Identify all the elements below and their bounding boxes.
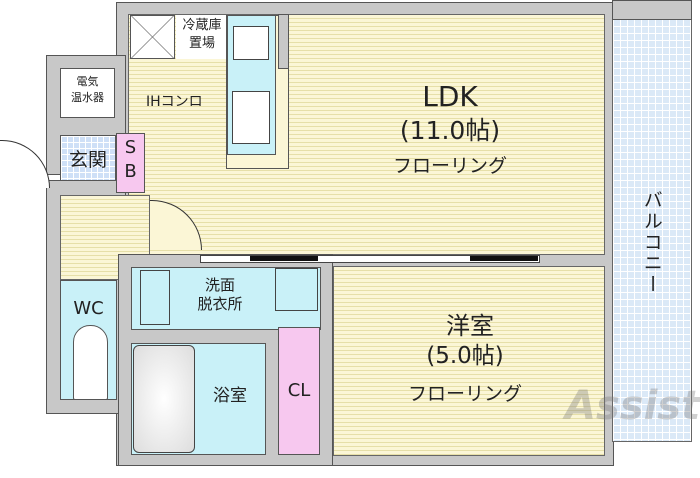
entrance — [60, 135, 116, 181]
western-name: 洋室 — [446, 312, 494, 340]
western-floor-label: フローリング — [407, 383, 522, 405]
washing-machine-space — [275, 268, 318, 311]
partition-window — [200, 255, 540, 263]
western-size: (5.0帖) — [426, 343, 504, 369]
shoe-box[interactable] — [116, 133, 145, 193]
sink[interactable] — [232, 91, 270, 144]
toilet[interactable] — [73, 325, 108, 400]
closet[interactable] — [278, 327, 320, 455]
wc-label: WC — [73, 298, 104, 319]
watermark-logo: Assist — [565, 383, 700, 429]
balcony-label: バルコニー — [640, 190, 663, 295]
sb-label-1: S — [124, 137, 137, 158]
stove-label: IHコンロ — [146, 94, 203, 110]
bath-label: 浴室 — [213, 386, 247, 406]
kitchen-wall — [278, 14, 289, 69]
ldk-floor-label: フローリング — [392, 155, 507, 177]
sb-label-2: B — [124, 161, 137, 182]
water-heater — [60, 68, 115, 118]
ldk-name: LDK — [422, 80, 478, 113]
ih-stove[interactable] — [233, 26, 269, 60]
partition-dark-1 — [250, 256, 318, 261]
washroom-label-1: 洗面 — [204, 276, 235, 294]
washbasin[interactable] — [140, 270, 170, 325]
heater-label-1: 電気 — [76, 75, 99, 88]
bathtub — [133, 345, 195, 453]
western-room-floor — [333, 266, 605, 456]
partition-dark-2 — [470, 256, 538, 261]
balcony — [612, 18, 692, 442]
fridge-label-1: 冷蔵庫 — [182, 18, 222, 33]
washroom-label-2: 脱衣所 — [197, 295, 243, 313]
entrance-door[interactable] — [0, 140, 50, 188]
fridge-space — [130, 15, 175, 59]
hallway — [60, 195, 150, 280]
balcony-rail — [612, 0, 692, 20]
fridge-label-bg — [176, 15, 226, 59]
heater-label-2: 温水器 — [71, 91, 104, 104]
ldk-size: (11.0帖) — [399, 116, 501, 145]
fridge-label-2: 置場 — [188, 36, 215, 51]
entrance-label: 玄関 — [68, 149, 107, 171]
closet-label: CL — [287, 380, 311, 401]
